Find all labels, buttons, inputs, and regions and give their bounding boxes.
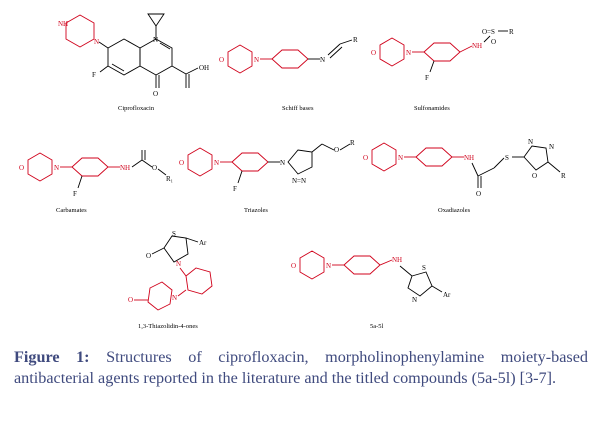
figure-caption: Figure 1: Structures of ciprofloxacin, m…	[14, 347, 588, 389]
carb-f-atom: F	[73, 190, 77, 198]
tri-n-atom: N	[214, 159, 219, 167]
thz-n-atom: N	[176, 260, 181, 268]
sulfo-o2-atom: O	[491, 38, 496, 46]
thz-ar-atom: Ar	[199, 239, 207, 247]
triazoles-structure: O N F N N=N O R Triazoles	[179, 139, 355, 214]
titled-ar-atom: Ar	[443, 291, 451, 299]
tri-f-atom: F	[233, 185, 237, 193]
titled-s-atom: S	[422, 264, 426, 272]
thiazolidinones-structure: S Ar N O N O 1,3-Thiazolidin-4-ones	[128, 230, 213, 330]
oxa-o2-atom: O	[476, 190, 481, 198]
schiff-bases-structure: O N N R Schiff bases	[219, 36, 358, 112]
cipro-n-atom: N	[94, 38, 99, 46]
titled-nh-atom: NH	[392, 256, 402, 264]
tri-n2-atom: N	[280, 159, 285, 167]
tri-r-atom: R	[350, 139, 355, 147]
sulfonamides-structure: O N F NH O=S R O Sulfonamides	[371, 28, 514, 112]
sulfo-f-atom: F	[425, 74, 429, 82]
oxa-r-atom: R	[561, 172, 566, 180]
schiff-bases-label: Schiff bases	[282, 105, 314, 112]
oxa-o3-atom: O	[532, 172, 537, 180]
thz-o2-atom: O	[128, 296, 133, 304]
oxa-n-atom: N	[398, 154, 403, 162]
caption-text: Structures of ciprofloxacin, morpholinop…	[14, 348, 588, 387]
ciprofloxacin-structure: NH N N F O OH Ciprofloxacin	[58, 13, 209, 112]
cipro-o-atom: O	[153, 90, 158, 98]
thz-n2-atom: N	[172, 294, 177, 302]
triazoles-label: Triazoles	[244, 207, 268, 214]
sulfonamides-label: Sulfonamides	[414, 105, 450, 112]
titled-n-atom: N	[326, 262, 331, 270]
cipro-oh-atom: OH	[199, 64, 209, 72]
schiff-n-atom: N	[254, 56, 259, 64]
carb-nh-atom: NH	[120, 164, 130, 172]
carb-n-atom: N	[54, 164, 59, 172]
thiazolidinones-label: 1,3-Thiazolidin-4-ones	[138, 323, 198, 330]
carbamates-label: Carbamates	[56, 207, 87, 214]
schiff-r-atom: R	[353, 36, 358, 44]
sulfo-n-atom: N	[406, 49, 411, 57]
tri-n3-atom: N=N	[292, 177, 306, 185]
titled-label: 5a-5l	[370, 323, 384, 330]
ciprofloxacin-label: Ciprofloxacin	[118, 105, 155, 112]
tri-o-atom: O	[179, 159, 184, 167]
titled-n2-atom: N	[412, 296, 417, 304]
oxadiazoles-structure: O N NH O S N N O R Oxadiazoles	[363, 138, 566, 214]
oxa-o-atom: O	[363, 154, 368, 162]
titled-compound-structure: O N NH S N Ar 5a-5l	[291, 250, 451, 330]
oxa-nh-atom: NH	[464, 154, 474, 162]
titled-o-atom: O	[291, 262, 296, 270]
schiff-n2-atom: N	[320, 56, 325, 64]
thz-s-atom: S	[172, 230, 176, 238]
schiff-o-atom: O	[219, 56, 224, 64]
thz-o-atom: O	[146, 252, 151, 260]
sulfo-nh-atom: NH	[472, 42, 482, 50]
oxa-n3-atom: N	[549, 143, 554, 151]
carbamates-structure: O N F NH O R₁ Carbamates	[19, 150, 173, 214]
carb-o-atom: O	[19, 164, 24, 172]
oxadiazoles-label: Oxadiazoles	[438, 207, 471, 214]
cipro-f-atom: F	[92, 71, 96, 79]
structures-figure: NH N N F O OH Ciprofloxacin O N N	[19, 13, 566, 330]
caption-prefix: Figure 1:	[14, 348, 90, 366]
carb-o2-atom: O	[152, 164, 157, 172]
cipro-nh-atom: NH	[58, 20, 68, 28]
sulfo-o-atom: O	[371, 49, 376, 57]
oxa-s-atom: S	[505, 154, 509, 162]
sulfo-os-atom: O=S	[482, 28, 495, 36]
carb-r-atom: R₁	[166, 175, 173, 183]
tri-o2-atom: O	[334, 146, 339, 154]
cipro-n1-atom: N	[153, 36, 158, 44]
oxa-n2-atom: N	[528, 138, 533, 146]
sulfo-r-atom: R	[509, 28, 514, 36]
